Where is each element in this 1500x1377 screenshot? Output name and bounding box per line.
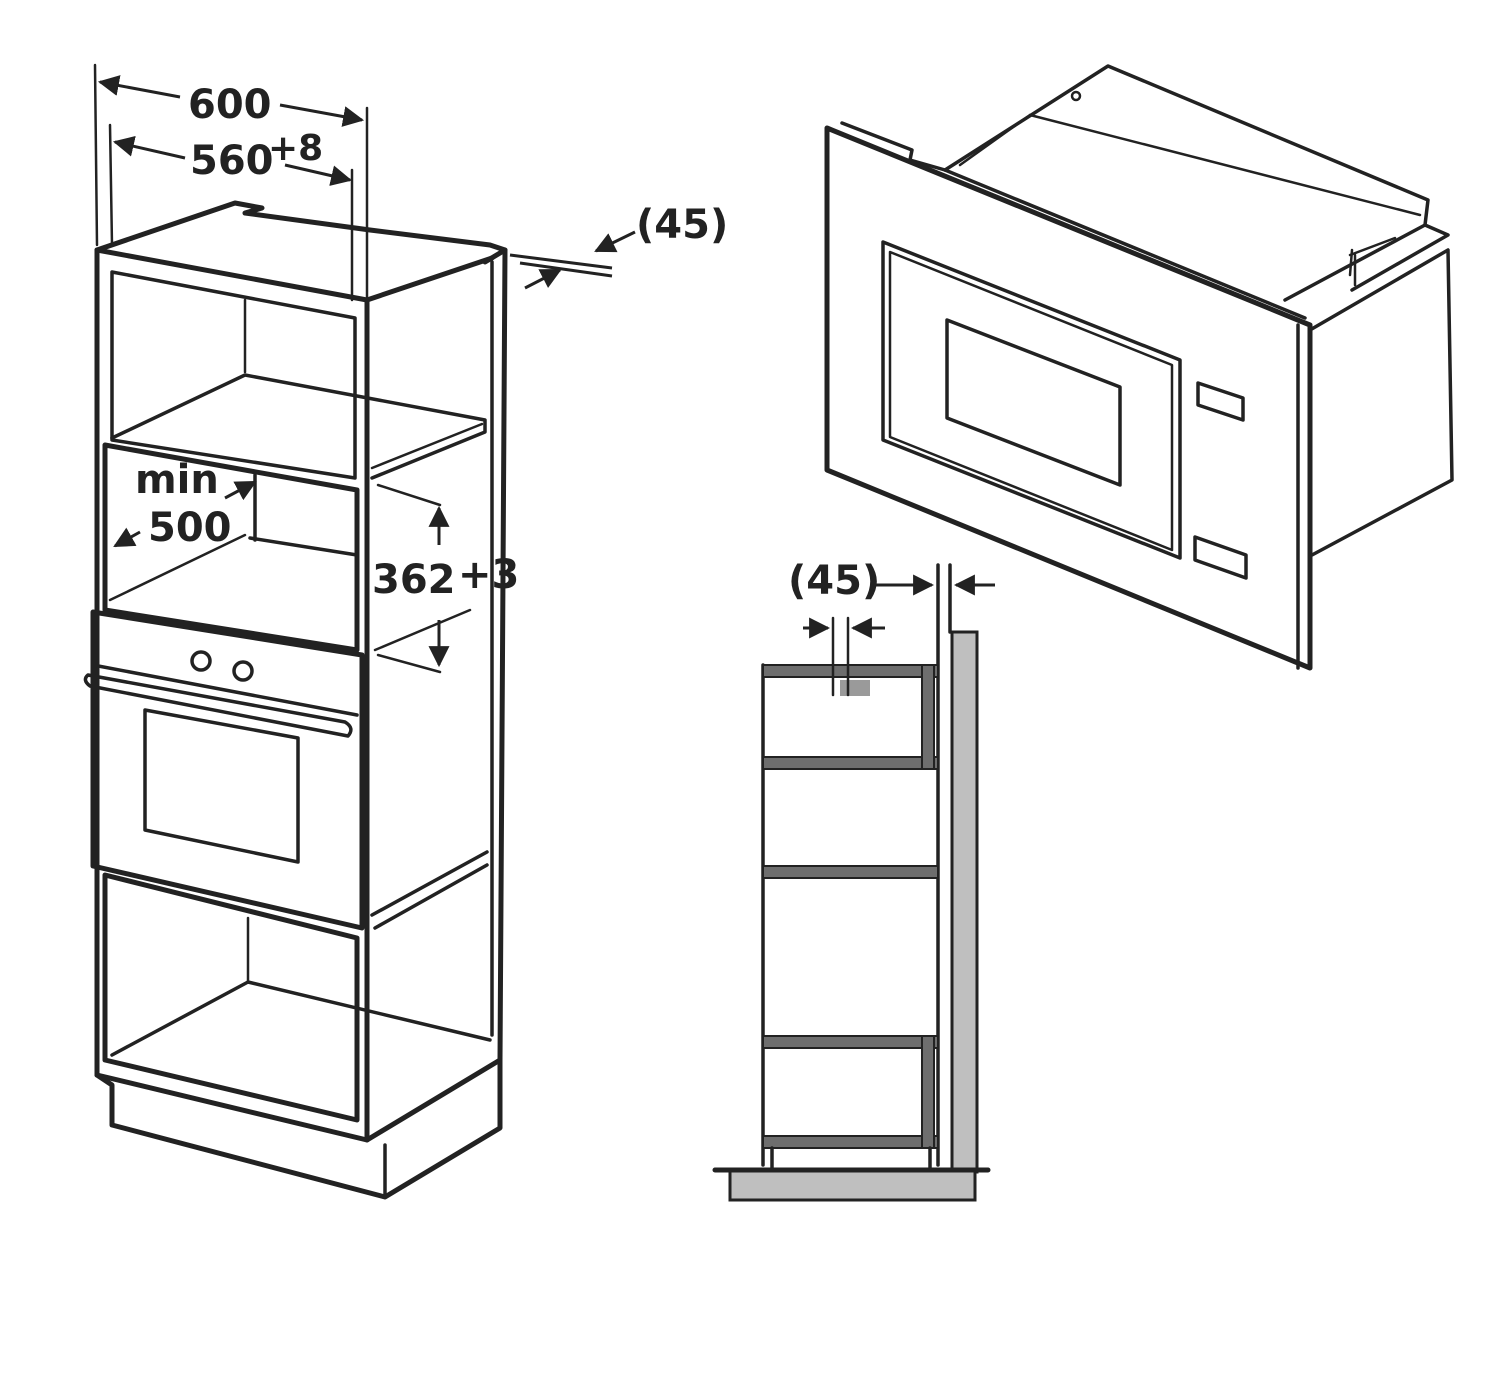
dim-width-inner: 560 <box>190 138 274 184</box>
dim-gap-top: (45) <box>636 202 728 248</box>
dim-width-inner-tol: +8 <box>268 128 323 169</box>
floor <box>728 1168 977 1202</box>
dim-min-depth: 500 <box>148 505 232 551</box>
dim-min-label: min <box>135 457 219 503</box>
control-panel-top <box>1196 381 1245 422</box>
control-panel-bottom <box>1193 535 1248 580</box>
microwave-window <box>945 318 1122 487</box>
oven-handle <box>83 673 353 738</box>
side-section <box>712 563 991 1202</box>
dimension-arrows <box>97 75 636 668</box>
tall-cabinet <box>83 63 508 1200</box>
side-dimension-arrows <box>803 574 995 639</box>
dim-niche-height: 362 <box>372 557 456 603</box>
wall <box>950 630 979 1174</box>
microwave-unit <box>824 64 1454 671</box>
oven-window <box>143 708 300 864</box>
dim-width-outer: 600 <box>188 82 272 128</box>
oven-knob-left-icon <box>190 650 212 672</box>
dim-side-gap: (45) <box>788 558 880 604</box>
dim-niche-height-tol: +3 <box>458 552 519 598</box>
oven-knob-right-icon <box>232 660 254 682</box>
microwave-door <box>881 240 1182 560</box>
